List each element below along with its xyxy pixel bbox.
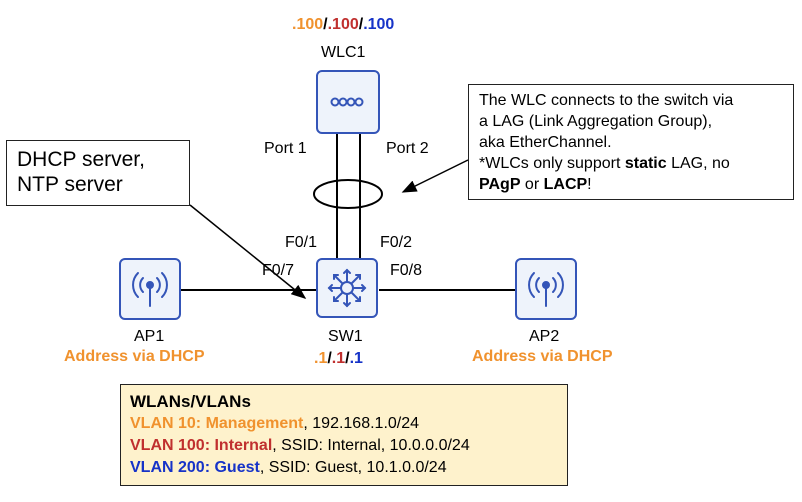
lag-line5-mid: or [520, 176, 544, 193]
lag-ellipse [313, 179, 383, 209]
legend-row-internal: VLAN 100: Internal, SSID: Internal, 10.0… [130, 435, 558, 457]
wlc-port1-label: Port 1 [264, 140, 307, 157]
sw-f02-label: F0/2 [380, 234, 413, 251]
ap1-device[interactable] [119, 258, 181, 320]
lag-arrow [401, 159, 469, 193]
ap2-device[interactable] [515, 258, 577, 320]
dhcp-callout-line1: DHCP server, [17, 148, 145, 171]
wlc-addr-sep2: / [358, 16, 364, 33]
wlc-addr-sep1: / [323, 16, 328, 33]
switch-device[interactable] [316, 258, 378, 318]
lag-callout-line2: a LAG (Link Aggregation Group), [479, 113, 713, 130]
wlc-addr-vlan10: .100 [292, 16, 324, 33]
access-point-icon [528, 272, 564, 307]
ap1-address: Address via DHCP [64, 348, 205, 365]
sw-addr-sep2: / [345, 350, 350, 367]
legend-title: WLANs/VLANs [130, 392, 251, 411]
dhcp-callout: DHCP server, NTP server [6, 140, 190, 206]
dhcp-callout-line2: NTP server [17, 173, 123, 196]
switch-address: .1/.1/.1 [314, 350, 363, 368]
legend-vlan200-name: VLAN 200: Guest [130, 459, 260, 476]
sw-addr-sep1: / [327, 350, 332, 367]
legend-row-guest: VLAN 200: Guest, SSID: Guest, 10.1.0.0/2… [130, 457, 558, 479]
wlc-address: .100/.100/.100 [292, 16, 394, 34]
legend-vlan200-details: , SSID: Guest, 10.1.0.0/24 [259, 459, 447, 476]
access-point-icon [132, 272, 168, 307]
sw-f01-label: F0/1 [285, 234, 318, 251]
switch-name: SW1 [328, 328, 363, 345]
sw-addr-vlan100: .1 [331, 350, 346, 367]
lag-callout-line5: PAgP or LACP! [479, 174, 783, 195]
lag-line4-pre: *WLCs only support [479, 155, 625, 172]
sw-addr-vlan200: .1 [349, 350, 363, 367]
legend-vlan10-name: VLAN 10: Management [130, 415, 304, 432]
lag-line4-post: LAG, no [666, 155, 730, 172]
wlc-icon [330, 97, 364, 107]
wlc-device[interactable] [316, 70, 380, 134]
ap2-address: Address via DHCP [472, 348, 613, 365]
legend-row-management: VLAN 10: Management, 192.168.1.0/24 [130, 413, 558, 435]
legend-vlan10-details: , 192.168.1.0/24 [303, 415, 420, 432]
dhcp-arrow [189, 204, 307, 299]
legend-vlan100-name: VLAN 100: Internal [130, 437, 273, 454]
lag-callout-line1: The WLC connects to the switch via [479, 92, 734, 109]
legend-vlan100-details: , SSID: Internal, 10.0.0.0/24 [272, 437, 470, 454]
lag-callout-line4: *WLCs only support static LAG, no [479, 153, 783, 174]
wlc-port2-label: Port 2 [386, 140, 429, 157]
wlc-addr-vlan100: .100 [327, 16, 359, 33]
multilayer-switch-icon [327, 268, 367, 308]
sw-addr-vlan10: .1 [314, 350, 328, 367]
sw-f08-label: F0/8 [390, 262, 423, 279]
lag-line5-end: ! [587, 176, 592, 193]
ap1-name: AP1 [134, 328, 165, 345]
lag-line4-bold: static [624, 155, 667, 172]
lag-line5-lacp: LACP [543, 176, 588, 193]
lag-callout-line3: aka EtherChannel. [479, 134, 612, 151]
wlc-name: WLC1 [321, 44, 366, 61]
wlc-addr-vlan200: .100 [363, 16, 395, 33]
vlan-legend: WLANs/VLANs VLAN 10: Management, 192.168… [120, 384, 568, 486]
ap2-name: AP2 [529, 328, 560, 345]
sw-f07-label: F0/7 [262, 262, 295, 279]
lag-callout: The WLC connects to the switch via a LAG… [468, 84, 794, 200]
lag-line5-pagp: PAgP [479, 176, 521, 193]
